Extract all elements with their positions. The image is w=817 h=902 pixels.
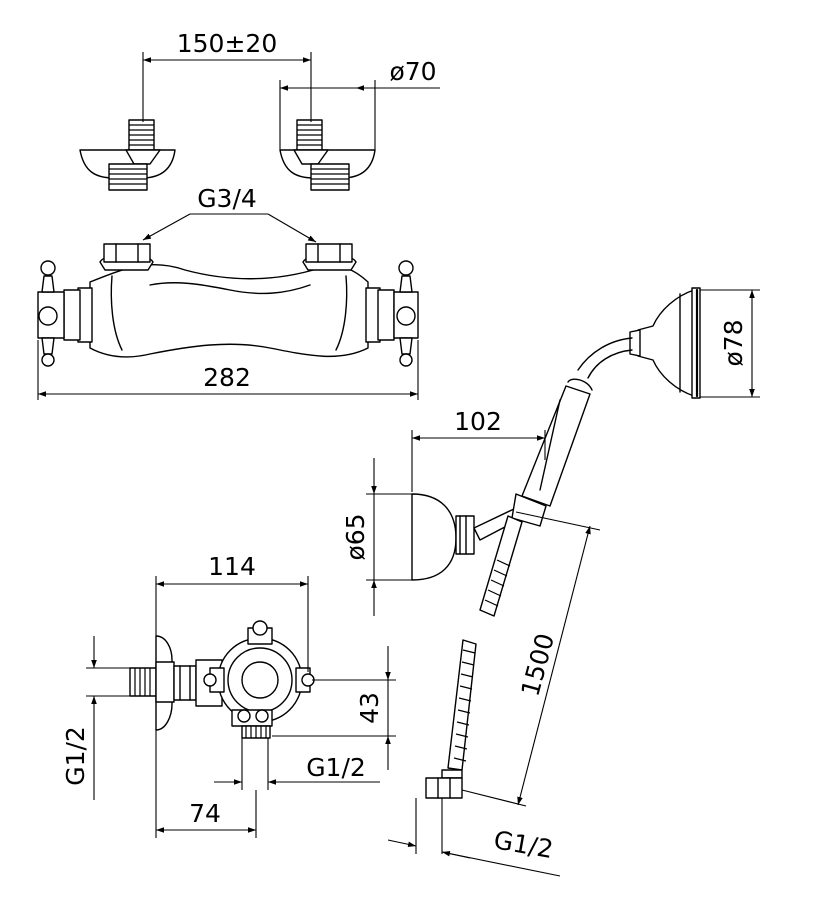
shower-hose (425, 639, 477, 799)
dimension-label-flange-diameter: ø70 (389, 57, 436, 86)
dimension-hose-length: 1500 (461, 511, 601, 807)
dimension-label-side-width: 114 (208, 552, 256, 581)
dimension-body-length: 282 (37, 340, 419, 400)
dimension-label-handset-offset: 102 (454, 407, 502, 436)
dimension-wall-spacing: 150±20 (142, 29, 312, 122)
dimension-label-side-height: 43 (355, 692, 384, 724)
dimension-holder-diameter: ø65 (341, 458, 412, 616)
hand-shower-head (577, 287, 701, 399)
dimension-outlet-thread: G1/2 (214, 738, 380, 790)
dimension-inlet-thread: G3/4 (142, 184, 317, 243)
wall-connector-right (279, 119, 376, 191)
dimension-label-side-inlet-thread: G1/2 (61, 726, 90, 786)
dimension-handset-offset: 102 (411, 407, 546, 492)
dimension-label-holder-diameter: ø65 (341, 513, 370, 560)
dimension-flange-diameter: ø70 (279, 57, 440, 150)
dimension-side-depth: 74 (155, 730, 257, 838)
dimension-label-inlet-thread: G3/4 (197, 184, 257, 213)
dimension-label-outlet-thread: G1/2 (306, 753, 366, 782)
dimension-label-hose-thread: G1/2 (492, 825, 556, 864)
mixer-body-front (37, 243, 419, 367)
dimension-label-handset-diameter: ø78 (719, 319, 748, 366)
dimension-side-inlet-thread: G1/2 (61, 636, 130, 800)
shower-holder (411, 493, 547, 617)
dimension-label-hose-length: 1500 (516, 630, 560, 699)
wall-connector-left (79, 119, 176, 191)
hand-shower-handle (521, 378, 593, 507)
dimension-label-side-depth: 74 (189, 799, 221, 828)
dimension-side-height: 43 (272, 646, 396, 770)
mixer-body-side (129, 620, 315, 739)
dimension-side-width: 114 (155, 552, 309, 672)
dimension-label-body-length: 282 (203, 363, 251, 392)
dimension-handset-diameter: ø78 (700, 289, 760, 398)
dimension-label-wall-spacing: 150±20 (177, 29, 277, 58)
dimension-hose-thread: G1/2 (387, 798, 561, 877)
